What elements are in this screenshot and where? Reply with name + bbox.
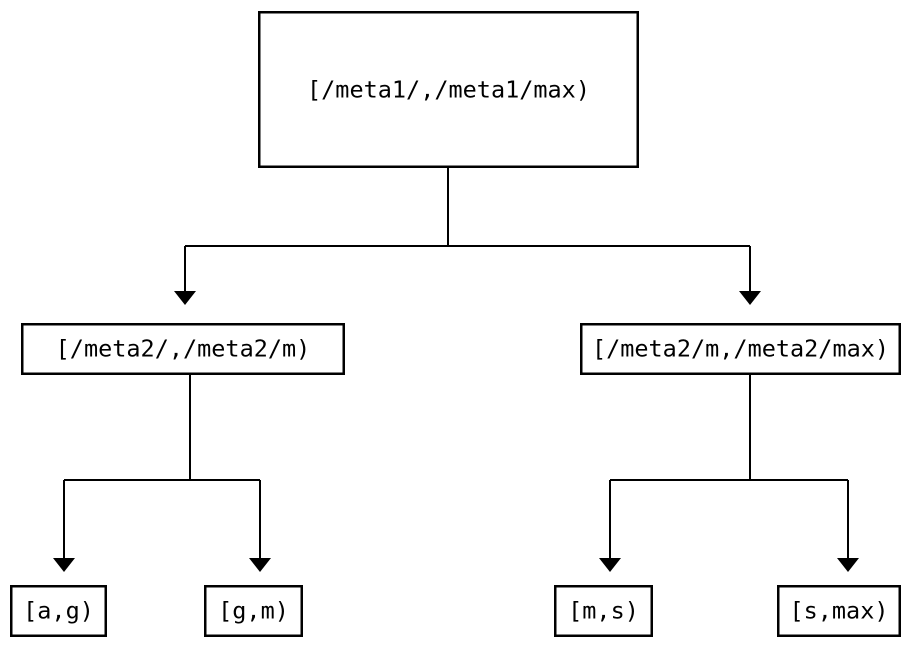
node-mid-right-label: [/meta2/m,/meta2/max) (592, 335, 889, 363)
node-leaf-a-g[interactable]: [a,g) (9, 585, 107, 638)
node-leaf-s-max-label: [s,max) (789, 597, 888, 625)
node-leaf-s-max-box[interactable] (777, 585, 902, 638)
arrowhead-root-to-mid-right (739, 291, 761, 305)
arrowhead-mid-left-to-leaf-ag (53, 558, 75, 572)
node-leaf-m-s-label: [m,s) (568, 597, 639, 625)
node-leaf-m-s-box[interactable] (554, 585, 654, 638)
node-mid-right-box[interactable] (580, 323, 902, 376)
node-root-box[interactable] (258, 10, 640, 169)
node-leaf-g-m-label: [g,m) (218, 597, 289, 625)
node-leaf-m-s[interactable]: [m,s) (554, 585, 654, 638)
node-leaf-a-g-box[interactable] (9, 585, 107, 638)
arrowhead-mid-right-to-leaf-ms (599, 558, 621, 572)
node-leaf-g-m[interactable]: [g,m) (203, 585, 303, 638)
node-leaf-s-max[interactable]: [s,max) (777, 585, 902, 638)
arrowhead-mid-left-to-leaf-gm (249, 558, 271, 572)
arrowhead-mid-right-to-leaf-smax (837, 558, 859, 572)
node-mid-left-label: [/meta2/,/meta2/m) (56, 335, 311, 363)
node-leaf-g-m-box[interactable] (203, 585, 303, 638)
node-mid-right[interactable]: [/meta2/m,/meta2/max) (580, 323, 902, 376)
node-root[interactable]: [/meta1/,/meta1/max) (258, 10, 640, 169)
node-mid-left[interactable]: [/meta2/,/meta2/m) (21, 323, 346, 376)
arrowhead-root-to-mid-left (174, 291, 196, 305)
node-mid-left-box[interactable] (21, 323, 346, 376)
edge-group-mid-left (53, 375, 271, 572)
node-root-label: [/meta1/,/meta1/max) (307, 76, 590, 104)
edge-group-mid-right (599, 375, 859, 572)
node-leaf-a-g-label: [a,g) (23, 597, 94, 625)
edge-group-root (174, 168, 761, 305)
